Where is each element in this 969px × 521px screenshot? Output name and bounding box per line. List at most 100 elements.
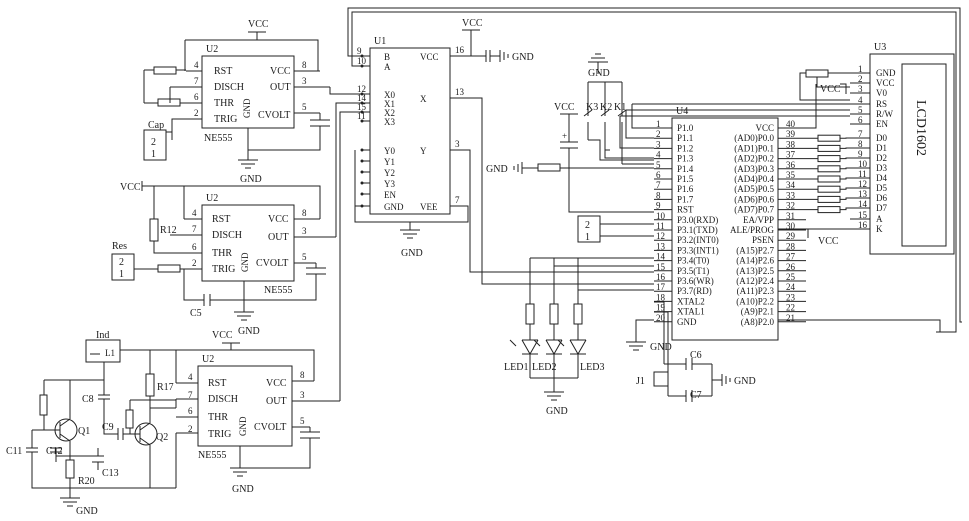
mcu-pin-number: 3 [656, 139, 661, 149]
vcc-label: VCC [818, 236, 839, 247]
ne555-res-pin-vcc: VCC [268, 214, 289, 225]
ne555-cap-num-4: 4 [194, 60, 199, 70]
mcu-pin-name: (AD2)P0.2 [734, 154, 774, 164]
data-line-resistor [818, 135, 840, 141]
mcu-pin-number: 9 [656, 201, 661, 211]
res-sensor-pin-2: 2 [119, 257, 124, 268]
mux-pin-number: 3 [455, 139, 460, 149]
mcu-pin-name: (A11)P2.3 [737, 286, 775, 296]
leds-section: LED1 LED2 LED3 GND [504, 258, 654, 417]
mcu-pin-number: 10 [656, 211, 666, 221]
data-line-resistor [818, 207, 840, 213]
mcu-pin-number: 36 [786, 160, 796, 170]
c12-label: C12 [46, 446, 63, 457]
mcu-pin-name: (AD7)P0.7 [734, 205, 774, 215]
mcu-pin-number: 1 [656, 119, 661, 129]
led-resistor-1 [526, 304, 534, 324]
ne555-res-num-6: 6 [192, 242, 197, 252]
ne555-cap-pin-gnd: GND [242, 98, 252, 118]
cap-sensor-label: Cap [148, 120, 164, 131]
ne555-res-pin-thr: THR [212, 248, 232, 259]
mux-pin-name: A [384, 62, 391, 72]
mcu-pin-number: 25 [786, 272, 796, 282]
mux-body [370, 48, 450, 214]
mux-pin-name: GND [384, 202, 404, 212]
gnd-label: GND [512, 52, 534, 63]
vcc-label: VCC [120, 182, 141, 193]
ne555-ind-num-8: 8 [300, 370, 305, 380]
ne555-ind-num-6: 6 [188, 406, 193, 416]
ne555-res-ref: U2 [206, 193, 218, 204]
c11-label: C11 [6, 446, 22, 457]
key-k2: K2 [600, 102, 612, 113]
lcd-pin-number: 2 [858, 74, 863, 84]
resistor-r12 [150, 219, 158, 241]
mcu-pin-name: (A13)P2.5 [736, 266, 774, 276]
ne555-cap-ref: U2 [206, 44, 218, 55]
mcu-pin-number: 31 [786, 211, 795, 221]
junction-dot [361, 193, 364, 196]
ne555-ind-part: NE555 [198, 450, 226, 461]
mcu-pin-name: GND [677, 317, 697, 327]
resistor-r17 [146, 374, 154, 396]
mux-pin-name: X [420, 94, 427, 104]
vcc-label: VCC [554, 102, 575, 113]
mux-pin-name: Y [420, 146, 427, 156]
mcu-pin-name: P3.6(WR) [677, 276, 714, 286]
mcu-pin-name: P3.4(T0) [677, 256, 709, 266]
mcu-pin-number: 37 [786, 150, 796, 160]
mcu-pin-number: 6 [656, 170, 661, 180]
ne555-ind-pin-disch: DISCH [208, 394, 238, 405]
data-line-resistor [818, 196, 840, 202]
lcd-pin-name: R/W [876, 109, 894, 119]
mcu-pin-name: P1.1 [677, 133, 693, 143]
vcc-label: VCC [462, 18, 483, 29]
lcd-pin-name: D3 [876, 163, 887, 173]
lcd-pin-number: 8 [858, 139, 863, 149]
crystal-label: J1 [636, 376, 645, 387]
ne555-cap-num-8: 8 [302, 60, 307, 70]
mux-pin-name: EN [384, 190, 396, 200]
resistor-r12-label: R12 [160, 225, 177, 236]
mcu-pin-name: P1.2 [677, 143, 693, 153]
q2-label: Q2 [156, 432, 168, 443]
mcu-pin-name: P3.3(INT1) [677, 245, 719, 255]
mux-pin-name: VEE [420, 202, 438, 212]
mcu-pin-name: EA/VPP [743, 215, 774, 225]
mcu-pin-name: XTAL2 [677, 296, 705, 306]
ne555-res-pin-cvolt: CVOLT [256, 258, 288, 269]
cap-sensor-pin-1: 1 [151, 149, 156, 160]
lcd-pin-name: D6 [876, 193, 887, 203]
ne555-res-part: NE555 [264, 285, 292, 296]
vcc-label: VCC [248, 19, 269, 30]
ne555-cap-pin-out: OUT [270, 82, 291, 93]
mcu-pin-name: PSEN [752, 235, 775, 245]
ne555-res-pin-out: OUT [268, 232, 289, 243]
lcd-pin-name: D7 [876, 203, 887, 213]
resistor [158, 265, 180, 272]
lcd-pin-name: K [876, 224, 883, 234]
ne555-ind-pin-gnd: GND [238, 416, 248, 436]
mcu-u4: U4 1P1.02P1.13P1.24P1.35P1.46P1.57P1.68P… [605, 104, 806, 340]
ne555-cap-num-7: 7 [194, 76, 199, 86]
mcu-pin-number: 21 [786, 313, 795, 323]
ne555-ind-pin-trig: TRIG [208, 429, 231, 440]
serial-pin-1: 1 [585, 232, 590, 243]
gnd-label: GND [401, 248, 423, 259]
ne555-ind-ref: U2 [202, 354, 214, 365]
mcu-pin-number: 38 [786, 139, 796, 149]
mux-pin-number: 16 [455, 45, 465, 55]
junction-dot [361, 171, 364, 174]
lcd-pin-name: RS [876, 99, 887, 109]
mcu-pin-name: (AD0)P0.0 [734, 133, 774, 143]
lcd-pin-number: 7 [858, 129, 863, 139]
ne555-ind-pin-rst: RST [208, 378, 226, 389]
cap-sensor-pin-2: 2 [151, 137, 156, 148]
mcu-pin-name: (A9)P2.1 [741, 307, 774, 317]
ne555-res-num-2: 2 [192, 258, 197, 268]
lcd-pin-number: 13 [858, 189, 868, 199]
gnd-label: GND [238, 326, 260, 337]
lcd-pin-name: V0 [876, 88, 887, 98]
ne555-ind-num-4: 4 [188, 372, 193, 382]
mcu-pin-name: P3.2(INT0) [677, 235, 719, 245]
